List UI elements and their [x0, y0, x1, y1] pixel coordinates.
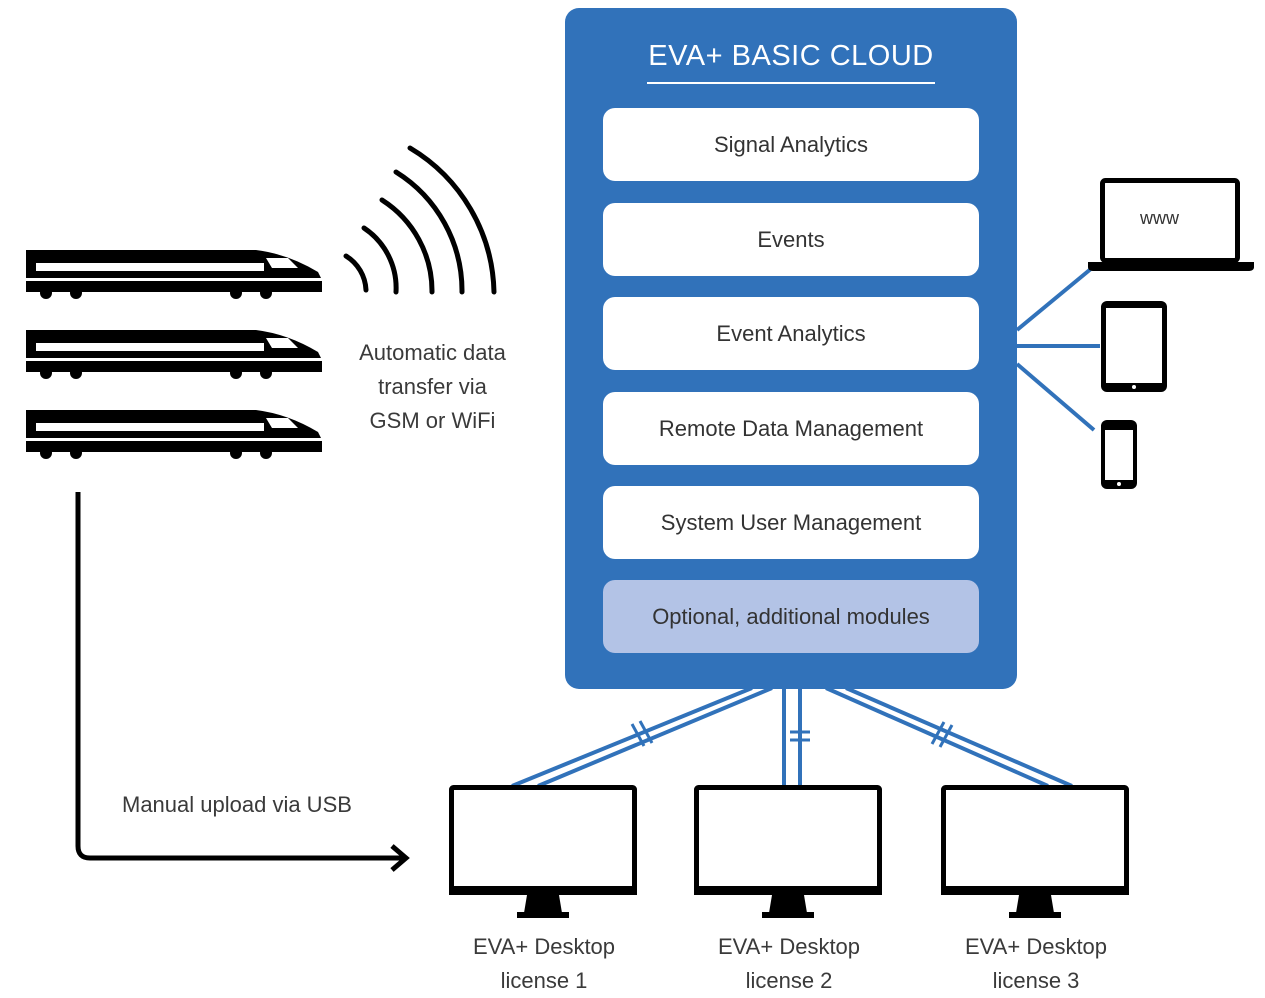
- desktop-caption-line-1: EVA+ Desktop: [964, 934, 1108, 959]
- desktop-license-1-caption: EVA+ Desktop license 1: [444, 930, 644, 998]
- desktop-license-2-caption: EVA+ Desktop license 2: [689, 930, 889, 998]
- desktop-caption-line-1: EVA+ Desktop: [472, 934, 616, 959]
- desktop-caption-line-2: license 3: [992, 968, 1080, 993]
- module-event-analytics: Event Analytics: [603, 297, 979, 370]
- train-icon: [26, 410, 322, 459]
- automatic-transfer-line-1: Automatic data: [359, 340, 506, 365]
- module-signal-analytics: Signal Analytics: [603, 108, 979, 181]
- smartphone-icon: [1101, 420, 1137, 489]
- device-connectors: [1015, 266, 1100, 432]
- automatic-transfer-line-3: GSM or WiFi: [369, 408, 496, 433]
- manual-upload-label: Manual upload via USB: [122, 792, 352, 817]
- connector-break-marks: [630, 720, 954, 748]
- desktop-caption-line-1: EVA+ Desktop: [717, 934, 861, 959]
- cloud-panel: EVA+ BASIC CLOUD Signal Analytics Events…: [565, 8, 1017, 689]
- laptop-icon: [1088, 178, 1254, 271]
- usb-upload-arrow: [75, 492, 410, 872]
- desktop-monitor-icon: [941, 788, 1129, 919]
- cloud-title-underline: [647, 82, 935, 84]
- desktop-connectors: [511, 686, 1073, 788]
- module-events: Events: [603, 203, 979, 276]
- cloud-title: EVA+ BASIC CLOUD: [648, 40, 934, 72]
- desktop-caption-line-2: license 1: [500, 968, 588, 993]
- laptop-www-text: www: [1140, 208, 1179, 228]
- wireless-signal-icon: [343, 145, 497, 295]
- automatic-transfer-label: Automatic data transfer via GSM or WiFi: [340, 336, 525, 438]
- tablet-icon: [1101, 301, 1167, 392]
- automatic-transfer-line-2: transfer via: [378, 374, 487, 399]
- train-icon: [26, 330, 322, 379]
- module-remote-data-management: Remote Data Management: [603, 392, 979, 465]
- module-optional-additional: Optional, additional modules: [603, 580, 979, 653]
- desktop-caption-line-2: license 2: [745, 968, 833, 993]
- desktop-monitor-icon: [694, 788, 882, 919]
- desktop-monitor-icon: [449, 788, 637, 919]
- train-icon: [26, 250, 322, 299]
- desktop-license-3-caption: EVA+ Desktop license 3: [936, 930, 1136, 998]
- module-system-user-management: System User Management: [603, 486, 979, 559]
